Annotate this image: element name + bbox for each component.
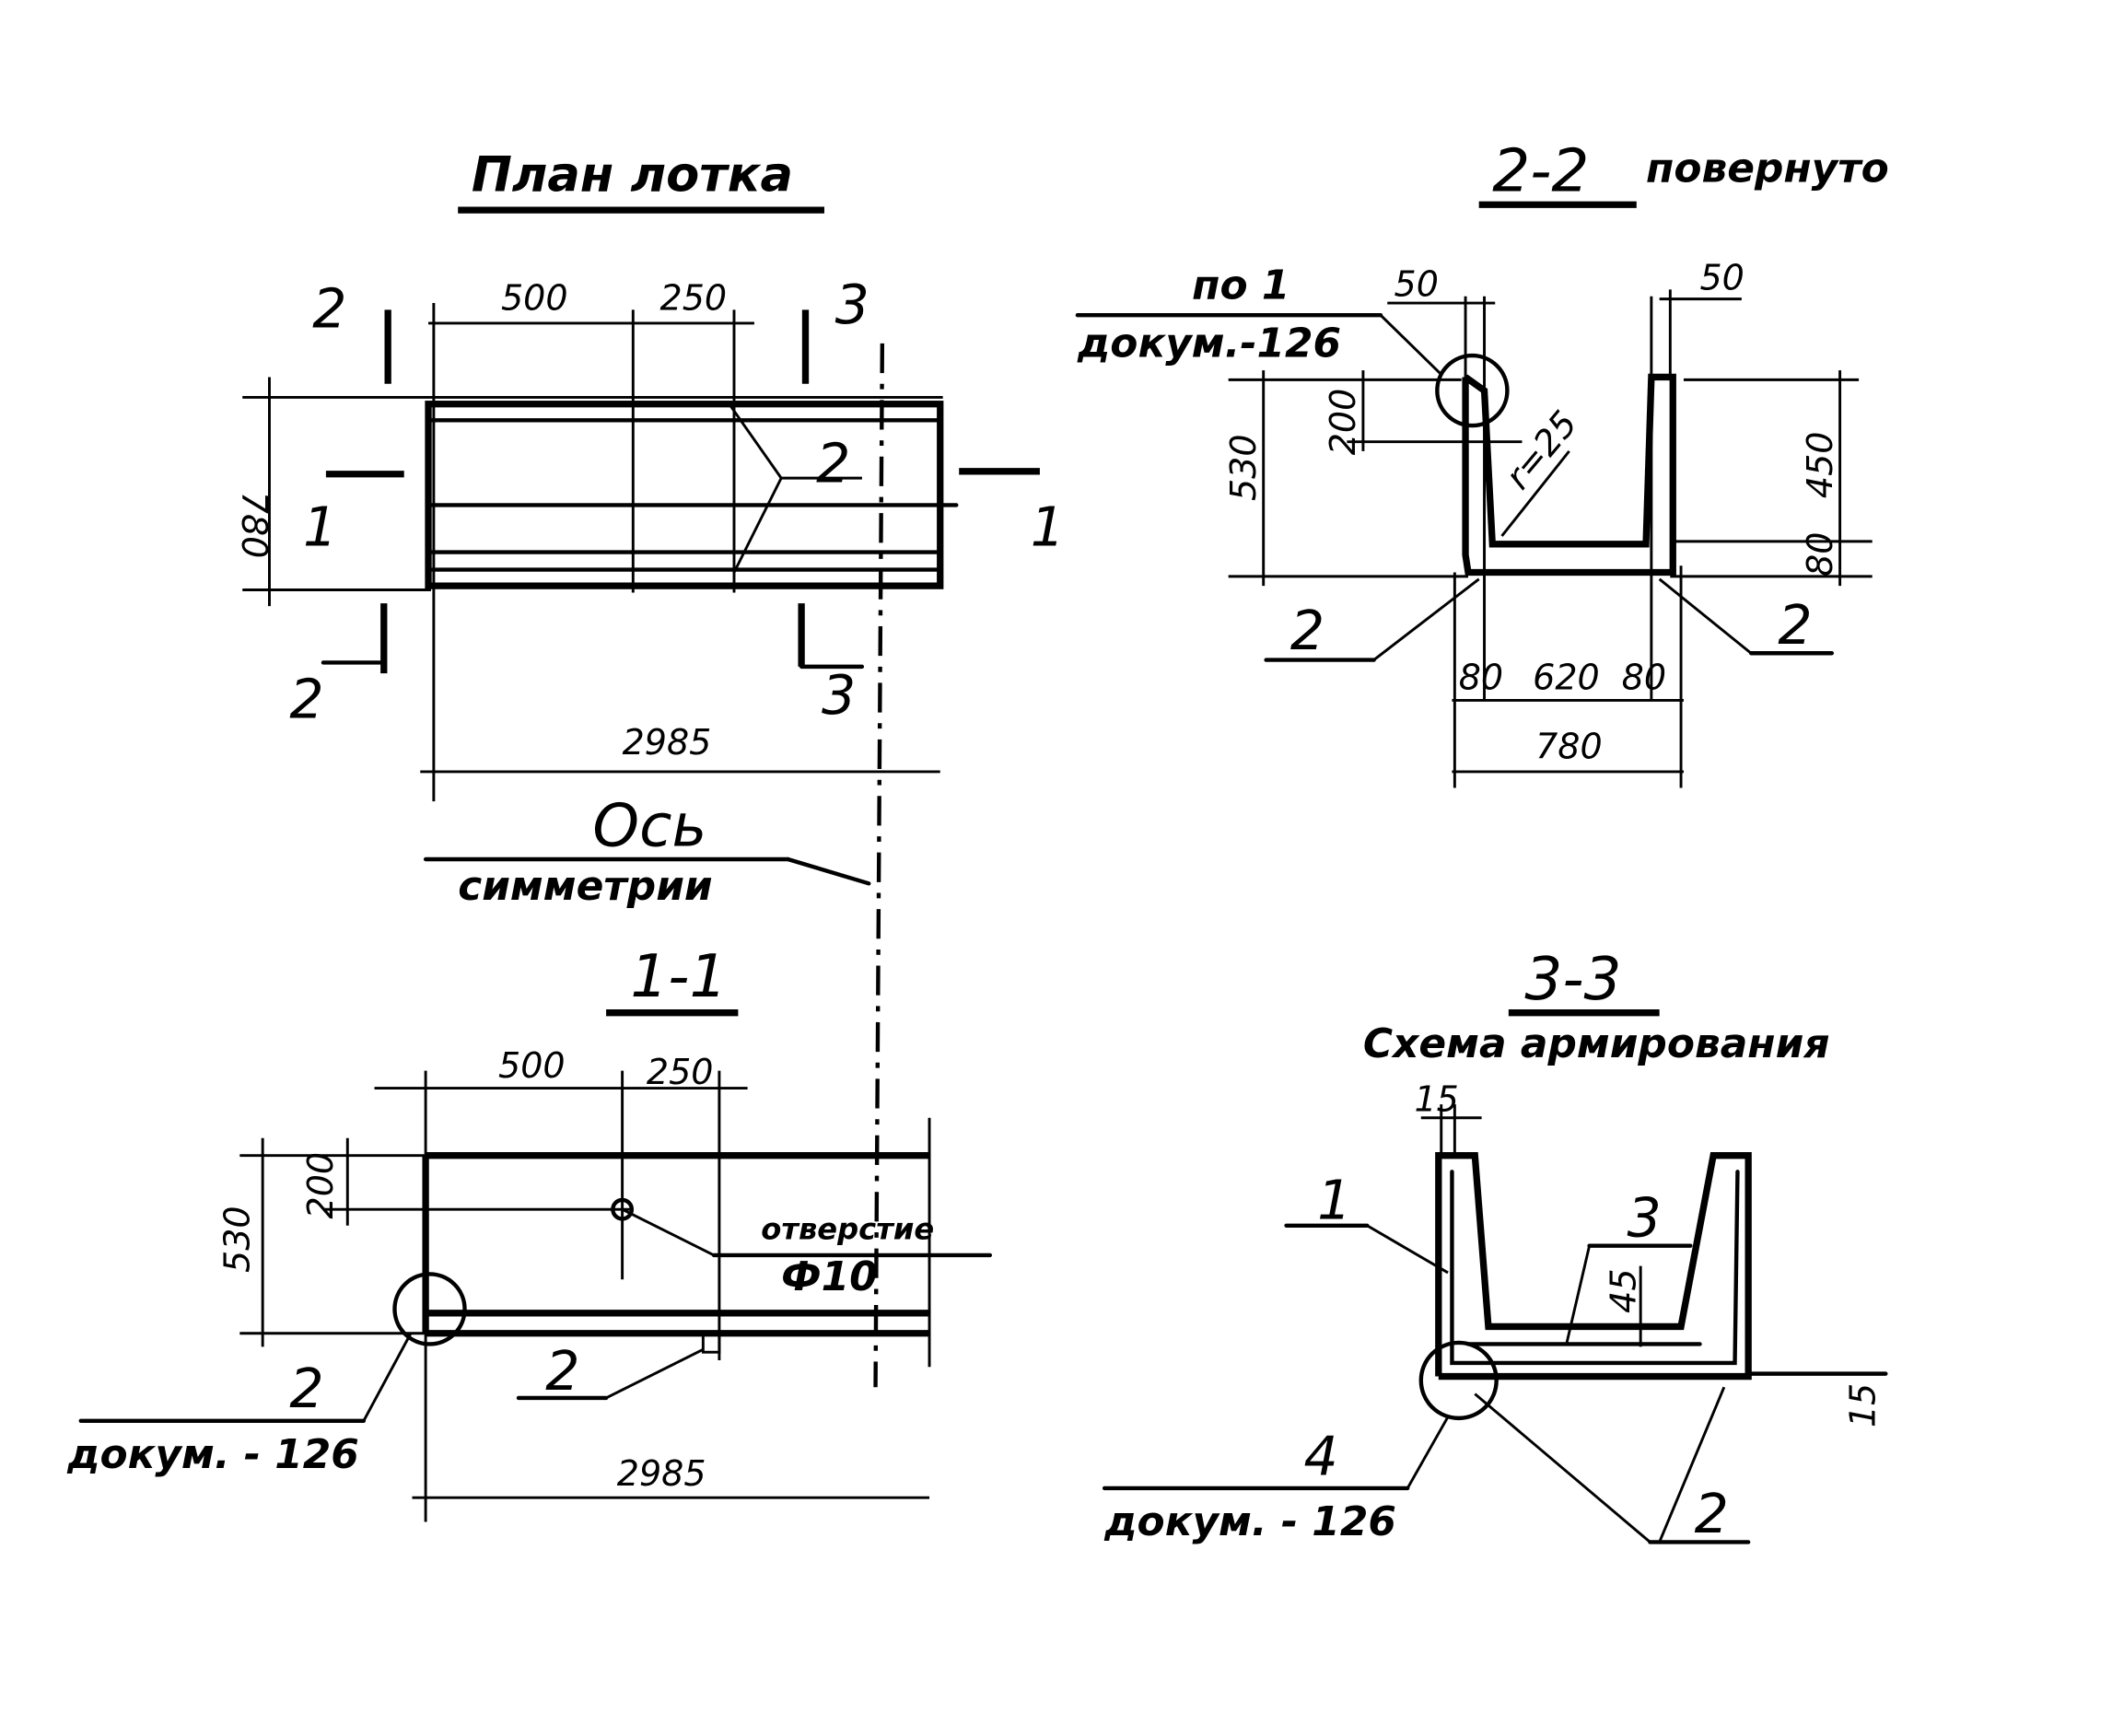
dim-250: 250	[660, 277, 728, 318]
detail-circle	[1435, 353, 1510, 428]
tray-profile	[1462, 373, 1676, 577]
callout-2-right: 2	[1778, 594, 1812, 657]
section-mark-3-top: 3	[835, 274, 869, 336]
section-mark-1-left: 1	[303, 495, 337, 558]
callout-2-left: 2	[289, 1357, 323, 1420]
section-mark-2-bottom: 2	[289, 668, 323, 730]
tray-profile	[1435, 1152, 1752, 1381]
tray-outline	[425, 401, 944, 589]
dim-2985: 2985	[617, 1453, 706, 1494]
dim-80-right: 80	[1800, 532, 1840, 577]
detail-circle	[392, 1272, 467, 1346]
plan-title: План лотка	[472, 147, 793, 204]
dim-200: 200	[300, 1152, 341, 1219]
dim-530: 530	[1223, 434, 1264, 501]
callout-3: 3	[1628, 1186, 1662, 1249]
dim-80a: 80	[1459, 658, 1503, 698]
hole-diameter: Ф10	[781, 1253, 878, 1300]
dim-200: 200	[1323, 389, 1363, 456]
dim-50-left: 50	[1394, 264, 1439, 305]
callout-1: 1	[1317, 1169, 1351, 1231]
hole	[611, 1197, 635, 1221]
dim-530: 530	[217, 1206, 258, 1273]
section-2-2-title: 2-2	[1492, 137, 1589, 206]
rebar-outer	[1450, 1170, 1740, 1366]
section-1-1: 1-1 530 200 500 250 отверстие Ф10 2 доку…	[66, 942, 993, 1522]
axis-label-1: Ось	[592, 791, 706, 860]
dim-250: 250	[647, 1052, 714, 1092]
doc-ref: докум.-126	[1077, 320, 1341, 367]
dim-15-right: 15	[1843, 1383, 1884, 1427]
callout-2-right: 2	[545, 1340, 579, 1403]
section-mark-1-right: 1	[1031, 495, 1065, 558]
section-3-3-subtitle: Схема армирования	[1363, 1020, 1830, 1067]
doc-ref: докум. - 126	[66, 1431, 359, 1478]
dim-450: 450	[1800, 432, 1840, 499]
dim-500: 500	[498, 1045, 566, 1086]
dim-2985: 2985	[623, 722, 712, 763]
callout-2: 2	[816, 433, 850, 495]
dim-500: 500	[501, 277, 568, 318]
section-mark-2-top: 2	[312, 277, 346, 340]
hole-label: отверстие	[761, 1211, 934, 1246]
section-3-3-title: 3-3	[1524, 945, 1621, 1014]
symmetry-axis	[873, 343, 885, 1388]
callout-2-left: 2	[1290, 600, 1324, 662]
section-1-1-title: 1-1	[630, 942, 727, 1011]
dim-80b: 80	[1622, 658, 1666, 698]
section-2-2-subtitle: повернуто	[1646, 145, 1889, 192]
section-3-3: 3-3 Схема армирования 15 1 3 45 15 4 док…	[1102, 945, 1888, 1545]
callout-4: 4	[1304, 1425, 1338, 1487]
dim-780: 780	[1535, 726, 1603, 766]
dim-780: 780	[234, 492, 274, 559]
radius-label: r=25	[1498, 403, 1585, 497]
dim-45: 45	[1603, 1268, 1643, 1312]
section-2-2: 2-2 повернуто 50 50 по 1 докум.-126 530 …	[1075, 137, 1889, 788]
ref-top: по 1	[1192, 262, 1289, 309]
axis-label-2: симметрии	[458, 863, 712, 910]
callout-2: 2	[1695, 1483, 1729, 1545]
section-mark-3-bottom: 3	[822, 664, 856, 727]
dim-15-top: 15	[1414, 1078, 1458, 1119]
plan-view: План лотка 780 500 250 2985 2 2 3 3 1	[234, 147, 1065, 1388]
detail-circle	[1418, 1340, 1499, 1421]
doc-ref: докум. - 126	[1103, 1498, 1396, 1545]
dim-620: 620	[1533, 658, 1600, 698]
dim-50-right: 50	[1700, 257, 1744, 297]
